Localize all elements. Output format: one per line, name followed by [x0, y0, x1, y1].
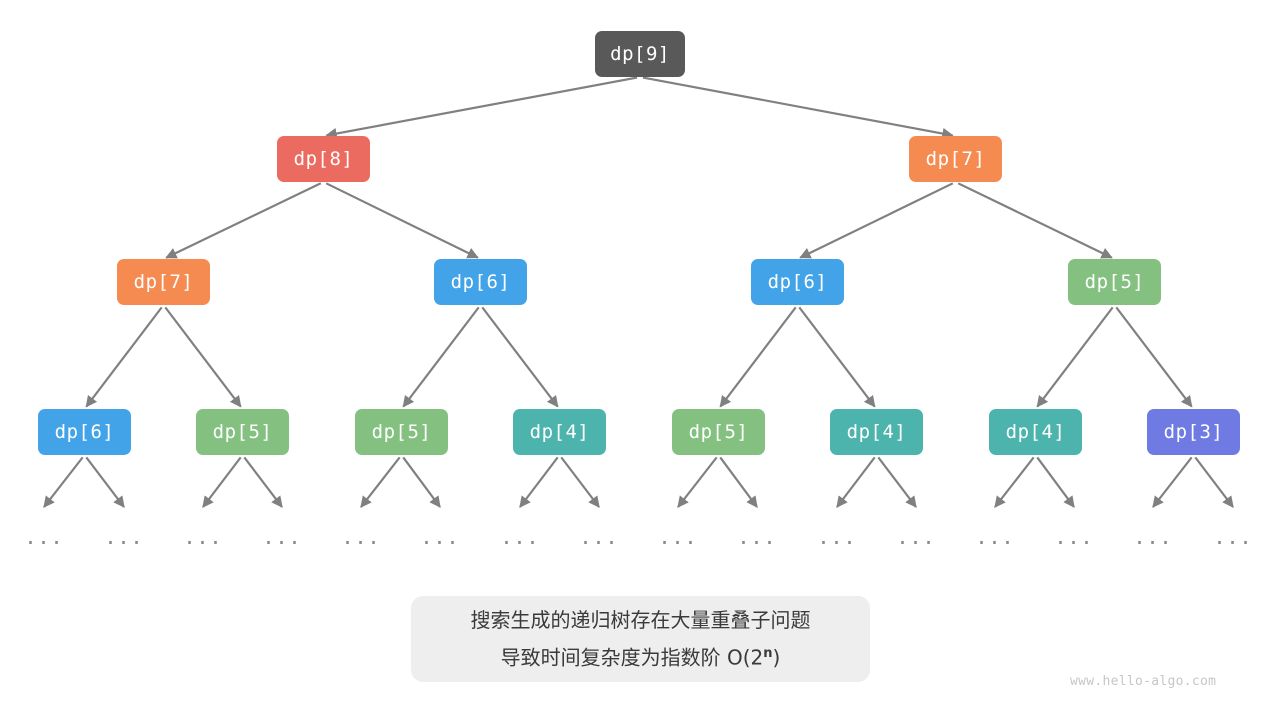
tree-node-n12[interactable]: dp[4]: [830, 409, 923, 455]
leaf-stub-edge-4: [360, 456, 401, 508]
ellipsis-marker: ...: [262, 525, 302, 549]
tree-node-n2[interactable]: dp[7]: [909, 136, 1002, 182]
tree-node-n5[interactable]: dp[6]: [751, 259, 844, 305]
ellipsis-marker: ...: [975, 525, 1015, 549]
caption-exponent: n: [763, 646, 773, 662]
leaf-stub-edge-10: [836, 456, 876, 508]
leaf-stub-edge-0: [43, 456, 84, 508]
tree-edge-n1-n3: [165, 182, 322, 259]
tree-edge-n6-n14: [1115, 306, 1193, 408]
ellipsis-marker: ...: [104, 525, 144, 549]
caption-line-2: 导致时间复杂度为指数阶 O(2n): [501, 639, 781, 673]
leaf-stub-edge-1: [85, 456, 125, 508]
tree-node-n10[interactable]: dp[4]: [513, 409, 606, 455]
caption-line-2-prefix: 导致时间复杂度为指数阶 O(2: [500, 645, 764, 670]
ellipsis-marker: ...: [500, 525, 540, 549]
tree-node-n4[interactable]: dp[6]: [434, 259, 527, 305]
tree-edge-n0-n2: [642, 76, 954, 140]
tree-edge-n3-n8: [164, 306, 242, 408]
leaf-stub-edge-8: [677, 456, 718, 508]
tree-node-n3[interactable]: dp[7]: [117, 259, 210, 305]
leaf-stub-edge-12: [994, 456, 1035, 508]
tree-edge-n4-n10: [481, 306, 559, 408]
ellipsis-marker: ...: [1133, 525, 1173, 549]
tree-edges: [85, 76, 1193, 408]
tree-edge-n1-n4: [325, 182, 479, 259]
ellipsis-marker: ...: [24, 525, 64, 549]
tree-node-n13[interactable]: dp[4]: [989, 409, 1082, 455]
leaf-stub-edge-3: [243, 456, 283, 508]
tree-edge-n6-n13: [1036, 306, 1114, 408]
tree-node-n8[interactable]: dp[5]: [196, 409, 289, 455]
ellipsis-marker: ...: [420, 525, 460, 549]
leaf-stub-edge-2: [202, 456, 242, 508]
leaf-stub-edge-6: [519, 456, 559, 508]
tree-node-n9[interactable]: dp[5]: [355, 409, 448, 455]
tree-node-n6[interactable]: dp[5]: [1068, 259, 1161, 305]
tree-node-n11[interactable]: dp[5]: [672, 409, 765, 455]
ellipsis-marker: ...: [896, 525, 936, 549]
leaf-stub-edge-11: [877, 456, 917, 508]
tree-edge-n2-n6: [957, 182, 1113, 259]
leaf-stub-edge-14: [1152, 456, 1193, 508]
caption-line-2-suffix: ): [772, 645, 781, 670]
tree-node-n0[interactable]: dp[9]: [595, 31, 685, 77]
watermark: www.hello-algo.com: [1070, 674, 1217, 689]
ellipsis-marker: ...: [817, 525, 857, 549]
tree-edge-n5-n12: [798, 306, 876, 408]
caption-box: 搜索生成的递归树存在大量重叠子问题 导致时间复杂度为指数阶 O(2n): [411, 596, 870, 682]
leaf-stub-edge-15: [1194, 456, 1234, 508]
tree-edge-n0-n1: [325, 76, 638, 140]
ellipsis-marker: ...: [341, 525, 381, 549]
tree-node-n1[interactable]: dp[8]: [277, 136, 370, 182]
caption-line-1: 搜索生成的递归树存在大量重叠子问题: [470, 608, 811, 633]
ellipsis-marker: ...: [1054, 525, 1094, 549]
leaf-stub-edge-5: [402, 456, 441, 508]
ellipsis-marker: ...: [1213, 525, 1253, 549]
tree-node-n7[interactable]: dp[6]: [38, 409, 131, 455]
ellipsis-marker: ...: [737, 525, 777, 549]
leaf-stub-edge-7: [560, 456, 600, 508]
ellipsis-marker: ...: [658, 525, 698, 549]
tree-node-n14[interactable]: dp[3]: [1147, 409, 1240, 455]
ellipsis-marker: ...: [183, 525, 223, 549]
tree-edge-n4-n9: [402, 306, 480, 408]
tree-edge-n2-n5: [799, 182, 954, 259]
leaf-stub-edge-13: [1036, 456, 1075, 508]
tree-edge-n3-n7: [85, 306, 163, 408]
leaf-stub-edge-9: [719, 456, 758, 508]
leaf-stub-edges: [43, 456, 1234, 508]
ellipsis-marker: ...: [579, 525, 619, 549]
tree-edge-n5-n11: [719, 306, 797, 408]
